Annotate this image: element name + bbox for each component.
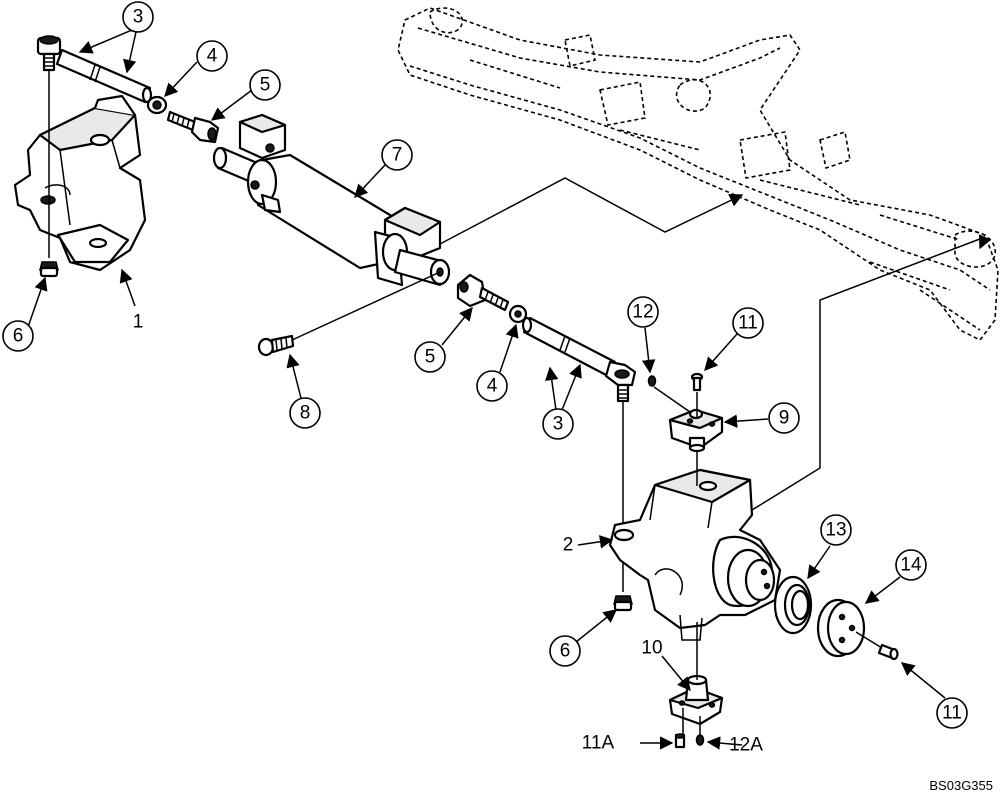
nut-left [39, 261, 59, 278]
callout-5-lower: 5 [414, 306, 473, 373]
callout-10: 10 [641, 638, 691, 692]
callout-label: 9 [779, 408, 790, 429]
callout-5-upper: 5 [210, 69, 281, 121]
axle-housing-phantom [397, 7, 999, 342]
callout-6-left: 6 [2, 276, 48, 352]
grease-fitting-12 [647, 375, 691, 413]
callout-label: 4 [207, 46, 218, 67]
callout-1: 1 [119, 268, 144, 333]
callout-label: 11 [738, 313, 758, 334]
callout-11A: 11A [582, 733, 674, 754]
callout-4-upper: 4 [164, 40, 228, 97]
kingpin-cap-upper [668, 408, 724, 486]
callout-4-lower: 4 [476, 323, 519, 402]
steering-knuckle-left [13, 94, 147, 272]
steering-cylinder [212, 113, 451, 287]
callout-12: 12 [627, 296, 659, 374]
jam-nut-lower [508, 304, 528, 324]
tie-rod-stud-left [36, 35, 62, 258]
drawing-code: BS03G355 [929, 778, 993, 793]
callout-label: 10 [641, 638, 662, 659]
callout-label: 12A [729, 735, 763, 756]
tie-rod-lower [521, 316, 637, 592]
cap-screw-11-right [877, 643, 899, 661]
callout-11-right: 11 [900, 662, 968, 729]
callout-label: 7 [392, 145, 403, 166]
callout-9: 9 [723, 402, 800, 434]
bolt-8 [257, 334, 295, 357]
cap-screw-11-top [690, 372, 704, 418]
callout-label: 13 [825, 520, 846, 541]
callout-label: 1 [133, 312, 144, 333]
tie-rod-end-lower [456, 273, 510, 312]
callout-label: 11 [942, 703, 962, 724]
callout-label: 4 [487, 376, 498, 397]
callout-label: 6 [13, 326, 24, 347]
callout-label: 14 [900, 555, 922, 576]
jam-nut-upper [146, 95, 168, 115]
callout-label: 12 [632, 302, 653, 323]
kingpin-cap-lower [668, 622, 724, 736]
callout-3-lower: 3 [542, 363, 582, 440]
callout-label: 3 [553, 414, 564, 435]
bolt-8-axis [291, 271, 441, 341]
callout-7: 7 [354, 139, 413, 198]
tie-rod-end-upper [166, 110, 220, 144]
wheel-seal-13 [773, 575, 813, 635]
callout-label: 6 [560, 641, 571, 662]
callout-14: 14 [864, 549, 927, 604]
fitting-12A [695, 734, 705, 746]
callout-label: 8 [300, 403, 311, 424]
callout-11-top: 11 [704, 307, 764, 372]
assembly-lines [439, 177, 992, 511]
callout-label: 5 [425, 347, 436, 368]
callout-13: 13 [807, 514, 852, 580]
steering-knuckle-right [608, 468, 782, 641]
callout-6-right: 6 [549, 609, 618, 667]
nut-right [613, 595, 633, 612]
callout-2: 2 [563, 535, 614, 556]
callout-label: 5 [260, 75, 271, 96]
tie-rod-upper [55, 48, 153, 104]
hub-cover-14 [816, 598, 883, 658]
callout-12A: 12A [706, 735, 763, 756]
screw-11A [674, 733, 686, 749]
callout-label: 2 [563, 535, 574, 556]
callout-label: 3 [133, 7, 144, 28]
callout-3-upper: 3 [78, 1, 154, 74]
callout-label: 11A [582, 733, 615, 754]
callout-8: 8 [286, 353, 321, 429]
